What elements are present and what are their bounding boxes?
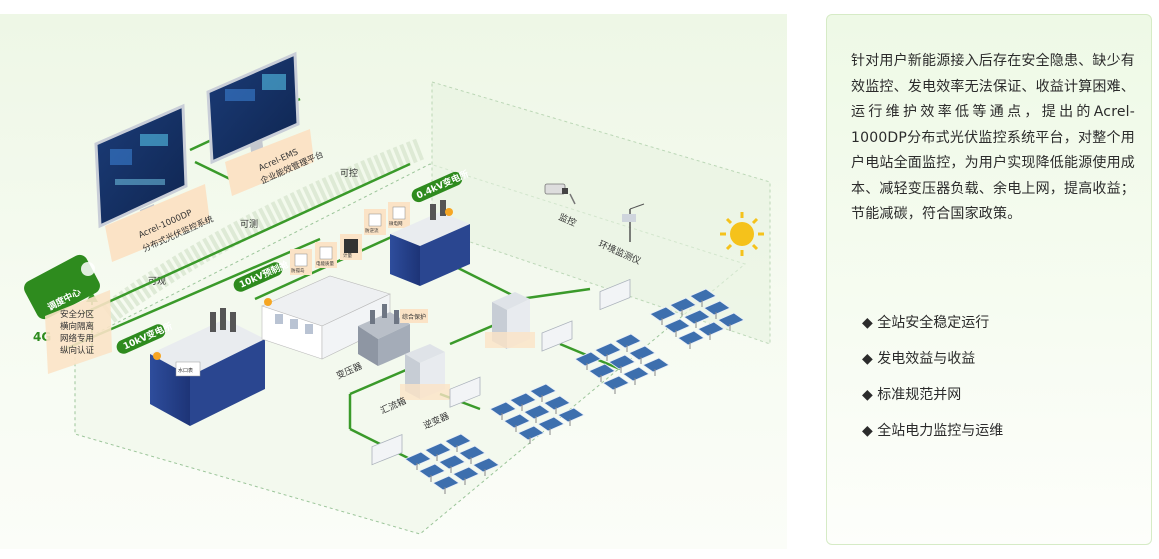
protection-label: 综合保护	[402, 313, 426, 321]
feature-text: 标准规范并网	[877, 387, 962, 403]
meter-devices: 防孤岛 电能质量 计量 防逆流 微电网	[290, 202, 410, 275]
solar-panel	[472, 457, 500, 473]
meter-label-1: 防孤岛	[291, 267, 305, 274]
feature-item: ◆ 标准规范并网	[862, 377, 1003, 413]
solar-panel	[404, 451, 432, 467]
solar-panel	[614, 333, 642, 349]
water-meter-label: 水口表	[178, 367, 193, 374]
network-feature-1: 安全分区	[60, 309, 95, 320]
status-light-1	[153, 352, 161, 360]
network-feature-3: 网络专用	[60, 333, 94, 344]
meter-label-4: 防逆流	[365, 227, 379, 234]
inverters	[371, 278, 631, 466]
feature-bullet: ◆	[862, 315, 873, 331]
feature-bullet: ◆	[862, 423, 873, 439]
platform-ems-label: Acrel-EMS 企业能效管理平台	[225, 129, 325, 196]
solar-panel	[594, 342, 622, 358]
meter-label-3: 计量	[343, 252, 352, 259]
arc-label-1: 可观	[148, 276, 166, 287]
solar-panel	[677, 330, 705, 346]
camera-icon	[544, 183, 576, 205]
arc-label-2: 可测	[240, 219, 258, 230]
solar-panel	[697, 321, 725, 337]
network-feature-2: 横向隔离	[60, 321, 94, 332]
solar-panel	[424, 442, 452, 458]
status-light-2	[264, 298, 272, 306]
intro-paragraph: 针对用户新能源接入后存在安全隐患、缺少有效监控、发电效率无法保证、收益计算困难、…	[851, 53, 1135, 222]
solar-panel	[663, 318, 691, 334]
monitor-ems	[206, 51, 300, 165]
solar-panel	[574, 351, 602, 367]
feature-text: 全站电力监控与运维	[877, 423, 1004, 439]
protection-box: 综合保护	[400, 309, 428, 323]
feature-bullet: ◆	[862, 351, 873, 367]
solar-panel	[438, 454, 466, 470]
status-light-3	[445, 208, 453, 216]
network-feature-4: 纵向认证	[60, 345, 95, 356]
feature-list: ◆ 全站安全稳定运行 ◆ 发电效益与收益 ◆ 标准规范并网 ◆ 全站电力监控与运…	[862, 305, 1003, 449]
solar-panel	[557, 407, 585, 423]
meter-label-5: 微电网	[389, 220, 403, 227]
solar-panel	[458, 445, 486, 461]
solar-panel	[717, 312, 745, 328]
feature-item: ◆ 发电效益与收益	[862, 341, 1003, 377]
feature-bullet: ◆	[862, 387, 873, 403]
arc-label-3: 可控	[340, 167, 358, 179]
substation-04kv[interactable]	[390, 200, 470, 286]
solar-panel	[452, 466, 480, 482]
solar-panel	[523, 404, 551, 420]
solar-panel	[669, 297, 697, 313]
solar-panel	[509, 392, 537, 408]
solar-panel	[588, 363, 616, 379]
solar-panel	[537, 416, 565, 432]
solar-panel	[529, 383, 557, 399]
substation-10kv[interactable]: 水口表	[150, 308, 265, 426]
diagram-panel: 可观 可测 可控 调度中心 4G 安全分区 横向隔离 网络专用 纵向认证	[0, 14, 787, 549]
solar-panel	[703, 300, 731, 316]
feature-item: ◆ 全站电力监控与运维	[862, 413, 1003, 449]
combiner-box-1[interactable]	[485, 292, 535, 349]
network-features-box: 安全分区 横向隔离 网络专用 纵向认证	[45, 290, 112, 374]
description-panel: 针对用户新能源接入后存在安全隐患、缺少有效监控、发电效率无法保证、收益计算困难、…	[826, 14, 1152, 545]
weather-station-icon	[622, 203, 645, 242]
solar-panel	[608, 354, 636, 370]
solar-panel	[642, 357, 670, 373]
solar-panel	[418, 463, 446, 479]
transformer[interactable]	[358, 304, 410, 366]
feature-text: 全站安全稳定运行	[877, 315, 990, 331]
solar-panel	[432, 475, 460, 491]
solar-panel	[517, 425, 545, 441]
feature-text: 发电效益与收益	[877, 351, 976, 367]
arc-band	[101, 138, 424, 323]
feature-item: ◆ 全站安全稳定运行	[862, 305, 1003, 341]
site-fence	[431, 81, 771, 345]
meter-label-2: 电能质量	[316, 260, 334, 267]
solar-panel	[689, 288, 717, 304]
sun-icon	[720, 212, 764, 256]
solar-panel	[602, 375, 630, 391]
solar-panel	[444, 433, 472, 449]
solar-panel	[622, 366, 650, 382]
solar-panel	[683, 309, 711, 325]
solar-panel	[503, 413, 531, 429]
solar-arrays	[404, 288, 745, 494]
system-diagram: 可观 可测 可控 调度中心 4G 安全分区 横向隔离 网络专用 纵向认证	[24, 51, 771, 535]
solar-panel	[543, 395, 571, 411]
solar-panel	[628, 345, 656, 361]
combiner-box-2[interactable]	[400, 344, 450, 400]
solar-panel	[649, 306, 677, 322]
solar-panel	[489, 401, 517, 417]
